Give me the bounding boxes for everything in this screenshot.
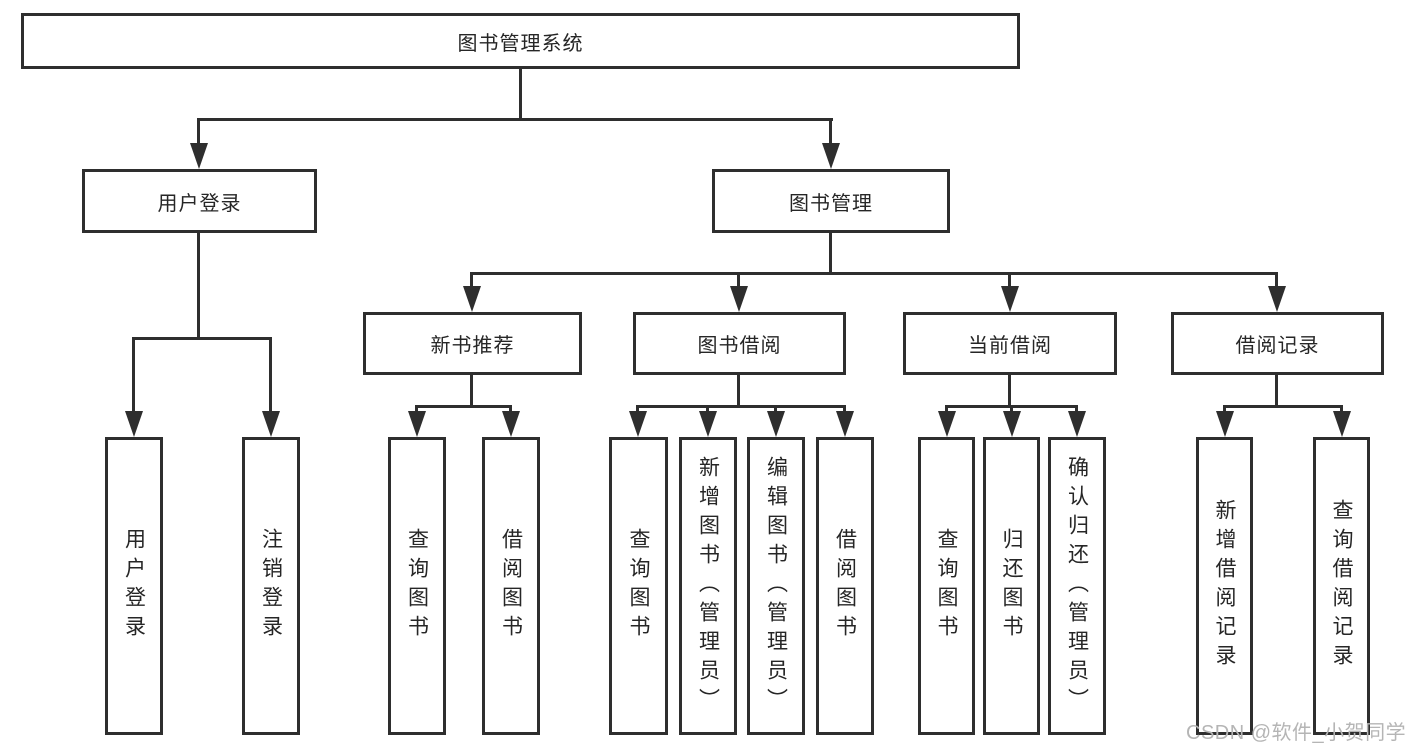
connector-line <box>132 337 135 415</box>
leaf-confirm-return-admin-label: 确认归还（管理员） <box>1065 455 1089 717</box>
node-borrow-records-label: 借阅记录 <box>1235 335 1320 357</box>
node-new-book-recommend: 新书推荐 <box>363 312 582 375</box>
node-borrow-records: 借阅记录 <box>1171 312 1384 375</box>
connector-line <box>829 118 832 146</box>
leaf-search-books-borrowing-label: 查询图书 <box>627 528 650 644</box>
node-book-borrowing-label: 图书借阅 <box>697 335 782 357</box>
leaf-search-books-recommend-label: 查询图书 <box>405 528 429 644</box>
leaf-search-borrow-record: 查询借阅记录 <box>1313 437 1370 735</box>
leaf-borrow-books: 借阅图书 <box>816 437 874 735</box>
leaf-add-borrow-record: 新增借阅记录 <box>1196 437 1253 735</box>
leaf-search-books-borrowing: 查询图书 <box>609 437 668 735</box>
node-user-login: 用户登录 <box>82 169 317 233</box>
connector-line <box>470 373 473 408</box>
leaf-add-borrow-record-label: 新增借阅记录 <box>1213 499 1236 673</box>
arrow-down-icon <box>822 143 840 169</box>
arrow-down-icon <box>767 411 785 437</box>
arrow-down-icon <box>699 411 717 437</box>
node-current-borrowing-label: 当前借阅 <box>968 335 1052 357</box>
arrow-down-icon <box>262 411 280 437</box>
leaf-search-books-recommend: 查询图书 <box>388 437 446 735</box>
arrow-down-icon <box>190 143 208 169</box>
node-book-management-label: 图书管理 <box>789 192 873 215</box>
node-book-borrowing: 图书借阅 <box>633 312 846 375</box>
node-current-borrowing: 当前借阅 <box>903 312 1117 375</box>
arrow-down-icon <box>836 411 854 437</box>
arrow-down-icon <box>408 411 426 437</box>
leaf-search-books-current: 查询图书 <box>918 437 975 735</box>
leaf-user-login: 用户登录 <box>105 437 163 735</box>
arrow-down-icon <box>1003 411 1021 437</box>
csdn-watermark: CSDN @软件_小贺同学 <box>1186 722 1405 744</box>
leaf-logout: 注销登录 <box>242 437 300 735</box>
arrow-down-icon <box>1333 411 1351 437</box>
leaf-edit-books-admin-label: 编辑图书（管理员） <box>764 455 788 717</box>
leaf-confirm-return-admin: 确认归还（管理员） <box>1048 437 1106 735</box>
connector-line <box>470 272 1278 275</box>
connector-line <box>415 405 512 408</box>
connector-line <box>1275 373 1278 408</box>
connector-line <box>470 272 473 292</box>
arrow-down-icon <box>1068 411 1086 437</box>
leaf-borrow-books-recommend-label: 借阅图书 <box>499 528 523 644</box>
leaf-search-books-current-label: 查询图书 <box>935 528 958 644</box>
arrow-down-icon <box>502 411 520 437</box>
connector-line <box>197 118 200 146</box>
leaf-return-books: 归还图书 <box>983 437 1040 735</box>
arrow-down-icon <box>463 286 481 312</box>
leaf-borrow-books-recommend: 借阅图书 <box>482 437 540 735</box>
node-user-login-label: 用户登录 <box>157 192 242 215</box>
arrow-down-icon <box>730 286 748 312</box>
root-node: 图书管理系统 <box>21 13 1020 69</box>
arrow-down-icon <box>125 411 143 437</box>
leaf-add-books-admin-label: 新增图书（管理员） <box>696 455 720 717</box>
arrow-down-icon <box>629 411 647 437</box>
arrow-down-icon <box>1216 411 1234 437</box>
leaf-edit-books-admin: 编辑图书（管理员） <box>747 437 805 735</box>
connector-line <box>197 118 833 121</box>
leaf-user-login-label: 用户登录 <box>122 528 146 644</box>
arrow-down-icon <box>1268 286 1286 312</box>
connector-line <box>1008 272 1011 292</box>
leaf-search-borrow-record-label: 查询借阅记录 <box>1330 499 1353 673</box>
connector-line <box>1223 405 1343 408</box>
arrow-down-icon <box>1001 286 1019 312</box>
connector-line <box>829 231 832 275</box>
connector-line <box>1008 373 1011 408</box>
node-new-book-recommend-label: 新书推荐 <box>430 335 515 357</box>
leaf-return-books-label: 归还图书 <box>1000 528 1023 644</box>
connector-line <box>519 66 522 120</box>
connector-line <box>132 337 272 340</box>
connector-line <box>269 337 272 415</box>
connector-line <box>636 405 846 408</box>
leaf-borrow-books-label: 借阅图书 <box>833 528 857 644</box>
connector-line <box>1275 272 1278 292</box>
connector-line <box>197 231 200 340</box>
leaf-logout-label: 注销登录 <box>259 528 283 644</box>
leaf-add-books-admin: 新增图书（管理员） <box>679 437 737 735</box>
connector-line <box>737 373 740 408</box>
root-node-label: 图书管理系统 <box>457 32 584 55</box>
node-book-management: 图书管理 <box>712 169 950 233</box>
connector-line <box>737 272 740 292</box>
arrow-down-icon <box>938 411 956 437</box>
